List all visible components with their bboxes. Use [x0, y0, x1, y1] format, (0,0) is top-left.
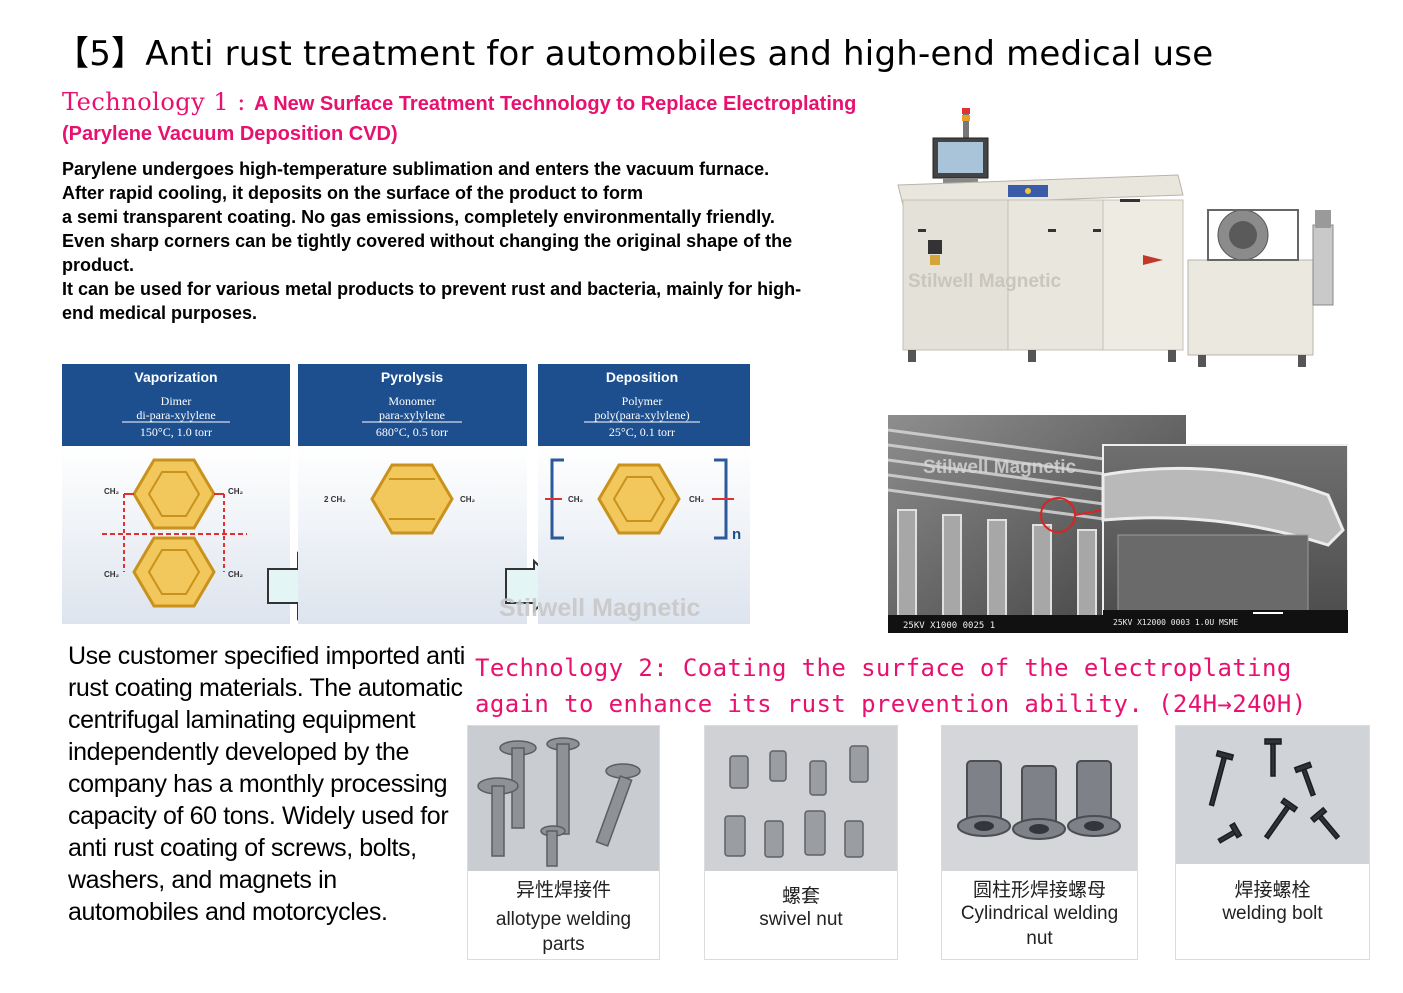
product-photo — [942, 726, 1137, 871]
product-name-en: swivel nut — [759, 909, 843, 930]
panel-line: para-xylylene — [379, 408, 445, 422]
product-name-zh: 螺套 — [781, 885, 820, 907]
ch2-label: CH₂ — [460, 495, 476, 504]
product-name-en: allotype welding — [495, 909, 632, 930]
product-card-swivel-nut: 螺套 swivel nut — [704, 725, 898, 960]
panel-title: Deposition — [606, 369, 678, 385]
tech1-paragraph: It can be used for various metal product… — [62, 279, 802, 323]
tech2-heading: Technology 2: Coating the surface of the… — [475, 650, 1395, 722]
tech1-heading: Technology 1 : A New Surface Treatment T… — [62, 88, 862, 150]
parylene-cvd-diagram: Vaporization Dimer di-para-xylylene 150°… — [62, 364, 750, 624]
panel-line: Dimer — [161, 394, 192, 408]
coating-capacity-paragraph: Use customer specified imported anti rus… — [68, 642, 465, 926]
panel-line: Polymer — [622, 394, 663, 408]
panel-line: 150°C, 1.0 torr — [140, 425, 212, 439]
product-name-zh: 焊接螺栓 — [1234, 879, 1311, 901]
parylene-machine-photo: Stilwell Magnetic — [888, 105, 1358, 380]
tech2-line: again to enhance its rust prevention abi… — [475, 690, 1307, 718]
polymer-n-label: n — [732, 526, 741, 543]
diagram-panel-pyrolysis: Pyrolysis Monomer para-xylylene 680°C, 0… — [298, 364, 527, 624]
ch2-label: CH₂ — [228, 487, 244, 496]
ch2-label: CH₂ — [104, 570, 120, 579]
product-photo — [705, 726, 897, 871]
sem-watermark: Stilwell Magnetic — [923, 457, 1077, 478]
product-card-welding-bolt: 焊接螺栓 welding bolt — [1175, 725, 1370, 960]
panel-line: di-para-xylylene — [136, 408, 215, 422]
diagram-panel-deposition: Deposition Polymer poly(para-xylylene) 2… — [538, 364, 750, 624]
page-title: 【5】Anti rust treatment for automobiles a… — [55, 34, 1214, 74]
panel-line: Monomer — [388, 394, 435, 408]
panel-line: poly(para-xylylene) — [594, 408, 689, 422]
tech1-paragraph: Parylene undergoes high-temperature subl… — [62, 159, 770, 203]
tech1-label: Technology 1 : — [62, 88, 254, 116]
ch2-label: CH₂ — [689, 495, 705, 504]
product-photo — [468, 726, 659, 871]
sem-label-left: 25KV X1000 0025 1 — [903, 621, 995, 631]
tech1-paragraph: a semi transparent coating. No gas emiss… — [62, 207, 793, 275]
diagram-watermark: Stilwell Magnetic — [499, 594, 701, 622]
sem-coating-micrograph: 25KV X1000 0025 1 25KV X12000 0003 1.0U … — [888, 415, 1348, 633]
product-name-en: nut — [1026, 928, 1053, 949]
ch2-label: CH₂ — [228, 570, 244, 579]
product-card-allotype-welding-parts: 异性焊接件 allotype welding parts — [467, 725, 660, 960]
product-name-zh: 异性焊接件 — [515, 879, 611, 901]
machine-watermark: Stilwell Magnetic — [908, 271, 1062, 292]
panel-line: 25°C, 0.1 torr — [609, 425, 675, 439]
product-card-cylindrical-welding-nut: 圆柱形焊接螺母 Cylindrical welding nut — [941, 725, 1138, 960]
product-photo — [1176, 726, 1369, 864]
product-name-en: welding bolt — [1222, 903, 1323, 924]
sem-label-right: 25KV X12000 0003 1.0U MSME — [1113, 618, 1238, 627]
tech1-title: A New Surface Treatment Technology to Re… — [62, 93, 857, 145]
panel-title: Vaporization — [134, 369, 217, 385]
product-name-en: parts — [542, 934, 585, 955]
product-name-zh: 圆柱形焊接螺母 — [972, 879, 1106, 901]
ch2-label: CH₂ — [568, 495, 584, 504]
diagram-panel-vaporization: Vaporization Dimer di-para-xylylene 150°… — [62, 364, 290, 624]
tech2-line: Technology 2: Coating the surface of the… — [475, 654, 1292, 682]
tech1-description: Parylene undergoes high-temperature subl… — [62, 157, 802, 325]
panel-title: Pyrolysis — [381, 369, 443, 385]
panel-line: 680°C, 0.5 torr — [376, 425, 448, 439]
ch2-label: CH₂ — [104, 487, 120, 496]
two-ch2-label: 2 CH₂ — [324, 495, 346, 504]
product-name-en: Cylindrical welding — [960, 903, 1119, 924]
